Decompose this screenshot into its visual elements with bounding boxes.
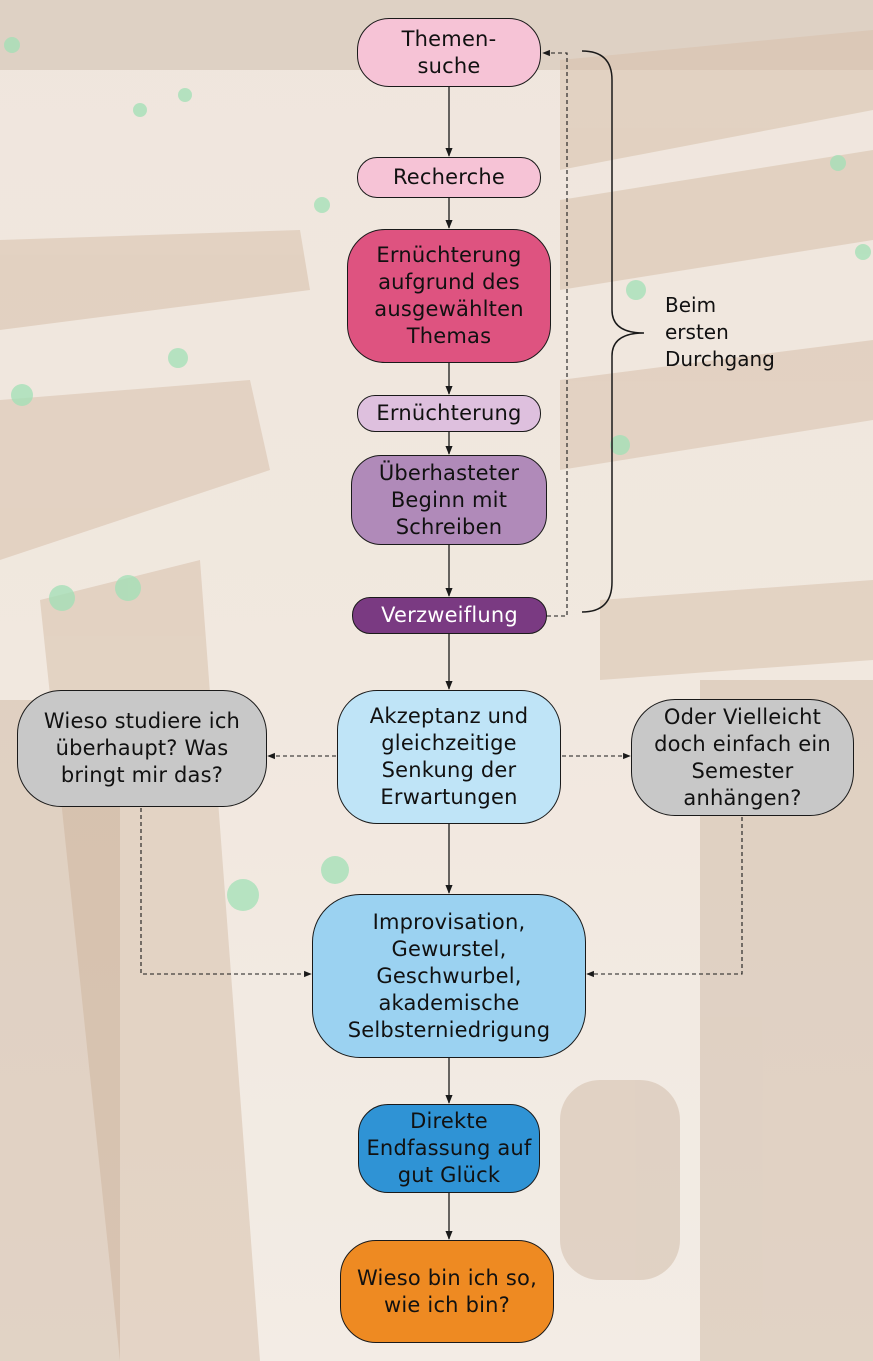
curly-brace (581, 50, 645, 613)
brace-label: Beim ersten Durchgang (665, 293, 775, 371)
node-wieso-bin: Wieso bin ich so, wie ich bin? (340, 1240, 554, 1343)
node-themensuche: Themen- suche (357, 18, 541, 87)
dashed-loop-verzweiflung-themensuche (542, 49, 568, 617)
node-ueberhastet: Überhasteter Beginn mit Schreiben (351, 455, 547, 545)
node-ernuechterung: Ernüchterung (357, 395, 541, 432)
node-wieso-studiere: Wieso studiere ich überhaupt? Was bringt… (17, 690, 267, 807)
node-endfassung: Direkte Endfassung auf gut Glück (358, 1104, 540, 1193)
node-akzeptanz: Akzeptanz und gleichzeitige Senkung der … (337, 690, 561, 824)
node-improvisation: Improvisation, Gewurstel, Geschwurbel, a… (312, 894, 586, 1058)
node-ernuechterung-thema: Ernüchterung aufgrund des ausgewählten T… (347, 229, 551, 363)
node-semester: Oder Vielleicht doch einfach ein Semeste… (631, 699, 854, 816)
node-recherche: Recherche (357, 157, 541, 198)
dashed-arrow-wieso-studiere-improvisation (140, 808, 312, 978)
node-verzweiflung: Verzweiflung (352, 597, 547, 634)
dashed-arrow-semester-improvisation (586, 817, 743, 978)
